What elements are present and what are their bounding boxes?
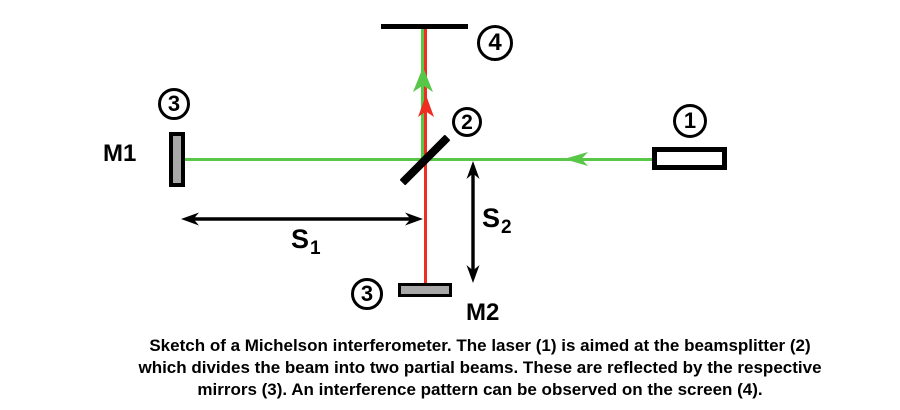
caption-line-2: which divides the beam into two partial … [138, 358, 822, 377]
mirror-m2 [398, 283, 452, 297]
green-beam-vertical [421, 29, 424, 160]
callout-screen: 4 [477, 25, 513, 61]
callout-mirror-m1-number: 3 [167, 91, 181, 116]
screen [381, 24, 468, 29]
figure-caption: Sketch of a Michelson interferometer. Th… [60, 335, 900, 401]
callout-beamsplitter-number: 2 [461, 110, 473, 134]
green-left-arrow-icon [564, 152, 588, 166]
mirror-m1-label: M1 [103, 140, 137, 167]
caption-line-1: Sketch of a Michelson interferometer. Th… [149, 336, 811, 355]
callout-mirror-m1: 3 [158, 88, 190, 120]
callout-beamsplitter: 2 [452, 107, 482, 137]
laser [652, 147, 727, 170]
callout-mirror-m2-number: 3 [360, 281, 374, 306]
mirror-m1 [169, 132, 185, 187]
red-up-arrow-icon [418, 95, 434, 117]
caption-line-3: mirrors (3). An interference pattern can… [197, 380, 763, 399]
s2-distance-arrow [466, 161, 480, 283]
green-up-arrow-icon [413, 67, 433, 92]
distance-s1-label: S1 [291, 224, 321, 259]
callout-laser: 1 [673, 104, 707, 138]
callout-laser-number: 1 [683, 108, 697, 133]
s1-distance-arrow [181, 212, 423, 226]
callout-mirror-m2: 3 [351, 278, 383, 310]
distance-s2-label: S2 [482, 203, 512, 238]
mirror-m2-label: M2 [466, 299, 500, 326]
callout-screen-number: 4 [488, 29, 502, 56]
